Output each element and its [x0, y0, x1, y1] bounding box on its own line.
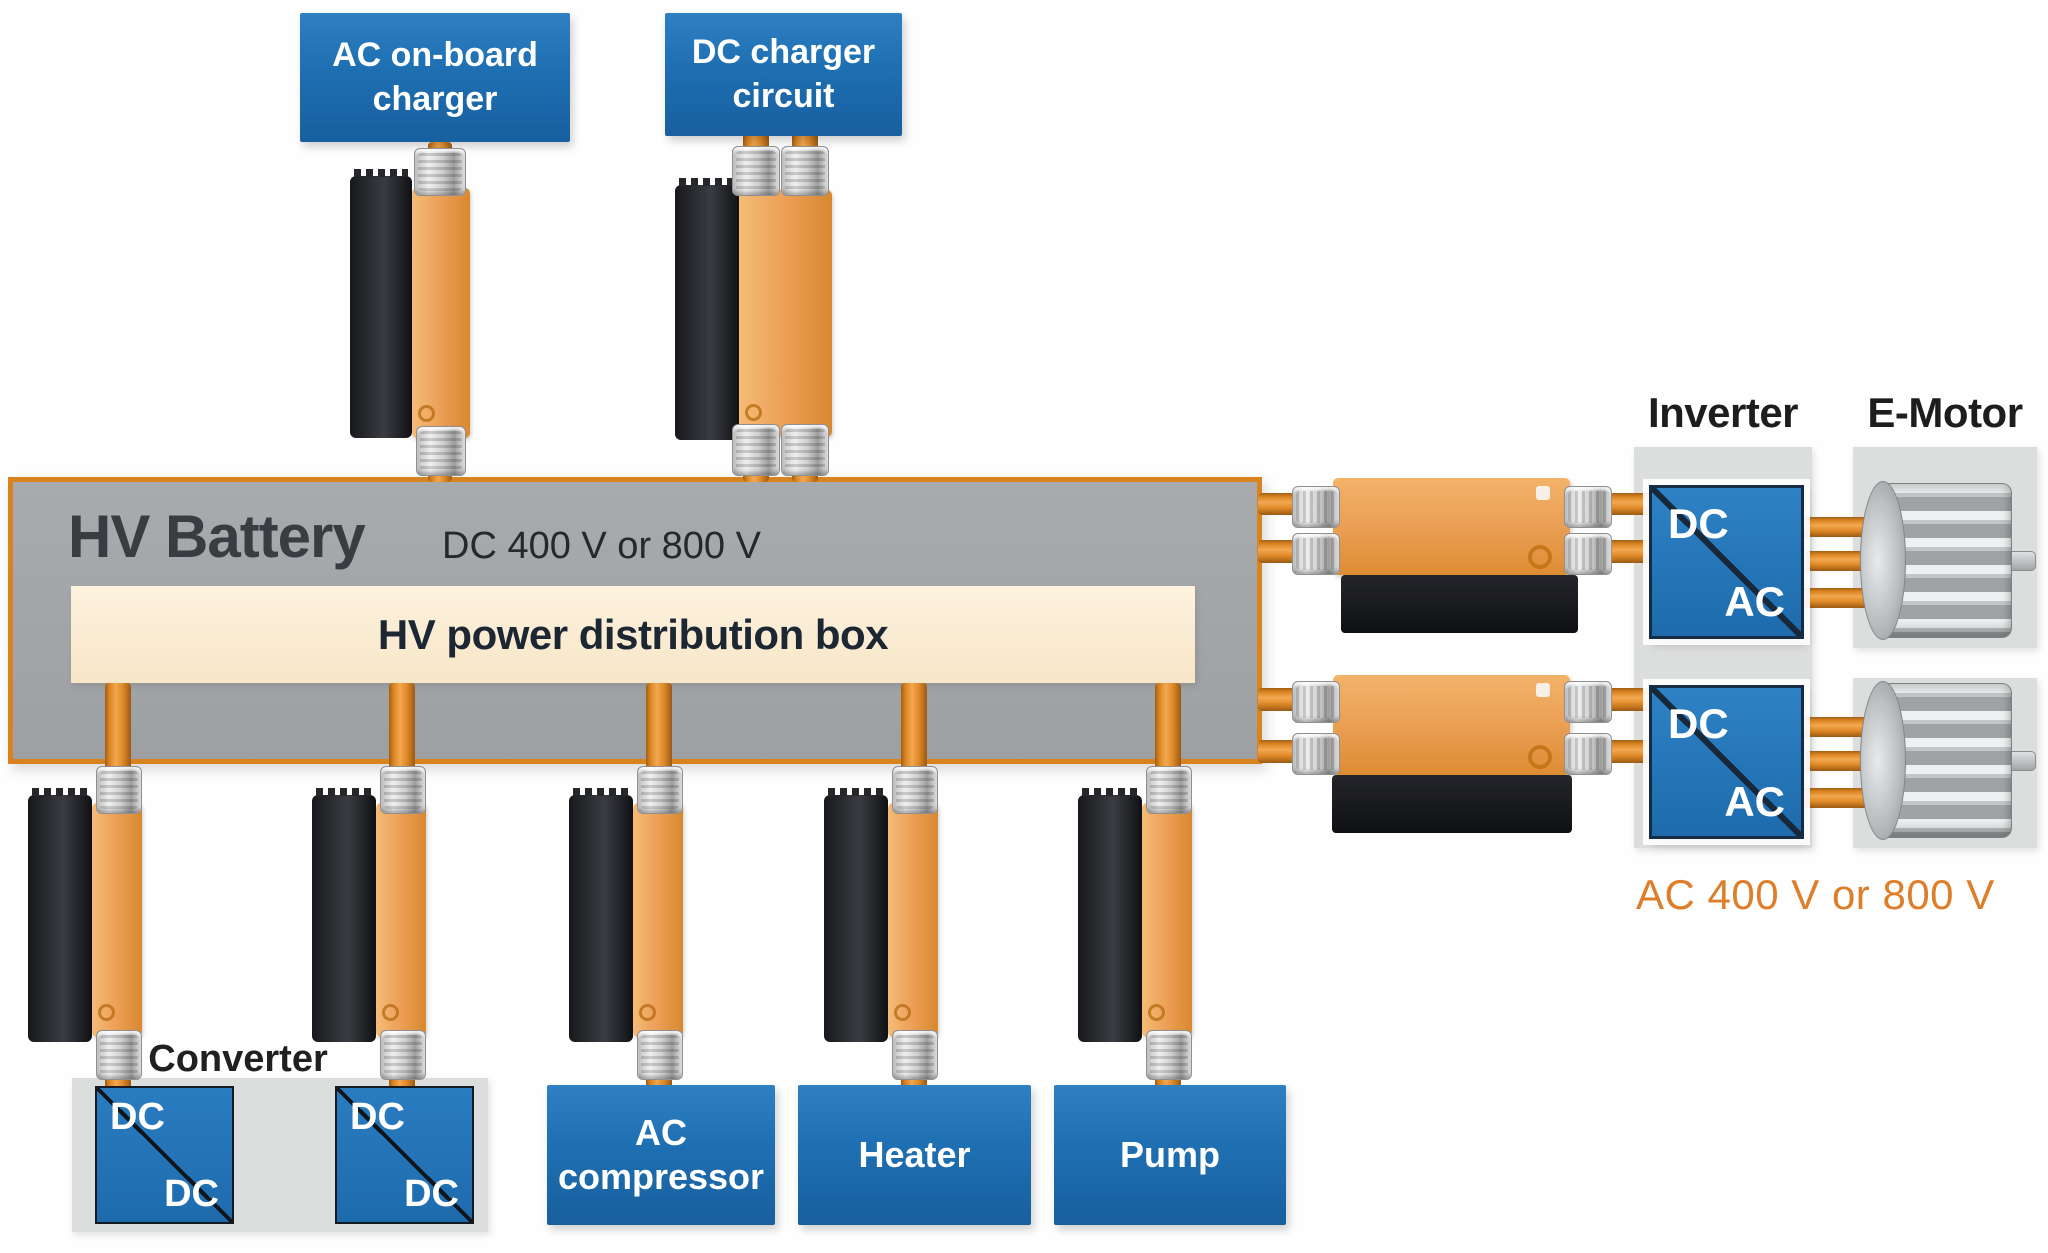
inverter-label: Inverter	[1647, 389, 1799, 436]
hv-power-distribution-label: HV power distribution box	[377, 610, 889, 658]
module1-right-connector-a	[1564, 486, 1612, 528]
box-dc-charger-circuit: DC charger circuit	[665, 13, 902, 136]
inverter-box-1: DC AC	[1649, 485, 1804, 639]
emotor-1-shaft	[2008, 551, 2036, 571]
module2-left-connector-b	[1292, 733, 1340, 775]
hv-power-distribution-box: HV power distribution box	[71, 586, 1195, 683]
drive-module-2-orange	[1333, 675, 1570, 775]
dc-charger-fuse-orange-module	[739, 190, 832, 437]
emotor-1-end-cap	[1860, 481, 1906, 640]
module2-left-connector-a	[1292, 681, 1340, 723]
fuse-5-black-module	[1078, 788, 1142, 1042]
fuse-1-orange-module	[92, 803, 142, 1037]
box-ac-onboard-charger: AC on-board charger	[300, 13, 570, 142]
fuse-3-top-connector	[637, 766, 683, 814]
ac-onboard-charger-label: AC on-board charger	[332, 35, 538, 118]
inverter1-dc-label: DC	[1668, 500, 1729, 547]
load-box-ac-compressor: AC compressor	[547, 1085, 775, 1225]
drive-module-1-black	[1341, 575, 1578, 633]
dcdc2-dc-top-label: DC	[350, 1096, 405, 1138]
dc-charger-top-connector-1	[732, 146, 780, 196]
dc-charger-bottom-connector-2	[781, 424, 829, 476]
fuse-1-bottom-connector	[96, 1030, 142, 1080]
dcdc1-dc-bottom-label: DC	[164, 1173, 219, 1215]
inverter-box-2: DC AC	[1649, 685, 1804, 839]
ac-charger-fuse-orange-module	[412, 188, 470, 438]
drive-module-2-black	[1332, 775, 1572, 833]
emotor-2-end-cap	[1860, 681, 1906, 840]
fuse-2-black-module	[312, 788, 376, 1042]
dc-charger-fuse-black-module	[675, 178, 739, 440]
ac-compressor-label: AC compressor	[557, 1112, 765, 1197]
ac-charger-top-connector	[414, 148, 466, 196]
fuse-5-bottom-connector	[1146, 1030, 1192, 1080]
emotor-2-shaft	[2008, 751, 2036, 771]
converter-label: Converter	[148, 1037, 328, 1080]
fuse-2-orange-module	[376, 803, 426, 1037]
fuse-5-orange-module	[1142, 803, 1192, 1037]
drive-module-1-orange	[1333, 478, 1570, 575]
heater-label: Heater	[858, 1134, 971, 1176]
dc-charger-top-connector-2	[781, 146, 829, 196]
module1-right-connector-b	[1564, 533, 1612, 575]
dcdc-converter-box-1: DC DC	[95, 1086, 234, 1224]
pump-label: Pump	[1119, 1134, 1220, 1176]
fuse-3-bottom-connector	[637, 1030, 683, 1080]
fuse-1-top-connector	[96, 766, 142, 814]
fuse-4-orange-module	[888, 803, 938, 1037]
fuse-3-orange-module	[633, 803, 683, 1037]
dcdc-converter-box-2: DC DC	[335, 1086, 474, 1224]
dc-charger-bottom-connector-1	[732, 424, 780, 476]
fuse-4-bottom-connector	[892, 1030, 938, 1080]
emotor-label: E-Motor	[1867, 389, 2023, 436]
fuse-4-top-connector	[892, 766, 938, 814]
ac-charger-bottom-connector	[416, 426, 466, 476]
ac-voltage-label: AC 400 V or 800 V	[1636, 871, 1995, 918]
load-box-heater: Heater	[798, 1085, 1031, 1225]
inverter2-dc-label: DC	[1668, 700, 1729, 747]
fuse-1-black-module	[28, 788, 92, 1042]
ac-charger-fuse-black-module	[350, 169, 412, 438]
module2-right-connector-b	[1564, 733, 1612, 775]
dcdc1-dc-top-label: DC	[110, 1096, 165, 1138]
fuse-2-bottom-connector	[380, 1030, 426, 1080]
dc-charger-circuit-label: DC charger circuit	[691, 32, 876, 115]
inverter2-ac-label: AC	[1724, 778, 1785, 825]
battery-voltage-label: DC 400 V or 800 V	[442, 524, 761, 567]
hv-battery-title: HV Battery	[68, 502, 366, 570]
fuse-5-top-connector	[1146, 766, 1192, 814]
module1-left-connector-b	[1292, 533, 1340, 575]
fuse-3-black-module	[569, 788, 633, 1042]
inverter1-ac-label: AC	[1724, 578, 1785, 625]
fuse-4-black-module	[824, 788, 888, 1042]
fuse-2-top-connector	[380, 766, 426, 814]
module2-right-connector-a	[1564, 681, 1612, 723]
module1-left-connector-a	[1292, 486, 1340, 528]
load-box-pump: Pump	[1054, 1085, 1286, 1225]
dcdc2-dc-bottom-label: DC	[404, 1173, 459, 1215]
